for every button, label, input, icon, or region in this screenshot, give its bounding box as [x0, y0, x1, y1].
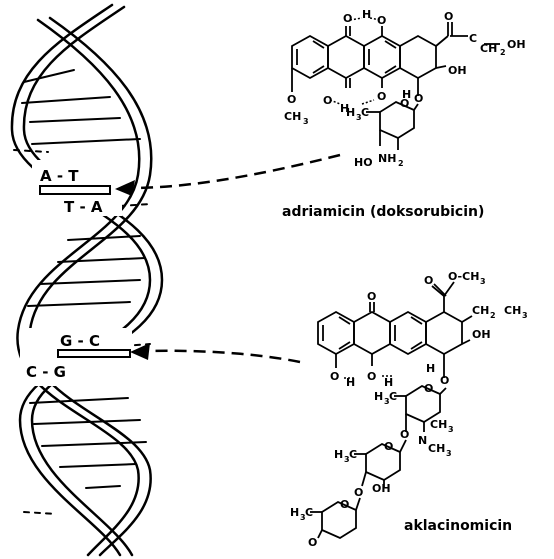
adriamycin-atoms: O H O O C CH 2 OH OH O CH 3 O H O H O H … — [284, 8, 526, 169]
helix-strand-1 — [16, 16, 153, 557]
svg-text:O: O — [400, 97, 409, 110]
svg-text:2: 2 — [398, 159, 404, 168]
svg-text:H: H — [384, 376, 393, 389]
svg-text:HO: HO — [354, 156, 373, 169]
svg-text:OH: OH — [448, 64, 467, 77]
svg-text:H: H — [334, 448, 343, 461]
svg-text:3: 3 — [446, 449, 452, 458]
svg-text:O: O — [444, 10, 453, 23]
svg-text:H: H — [346, 376, 355, 389]
dna-helix — [10, 3, 164, 557]
svg-text:OH: OH — [372, 482, 391, 495]
helix-strand-2 — [10, 3, 164, 557]
svg-text:CH: CH — [504, 304, 521, 317]
svg-text:H: H — [346, 106, 355, 119]
svg-text:2: 2 — [490, 311, 496, 320]
svg-text:H: H — [290, 506, 299, 519]
svg-text:C: C — [469, 32, 477, 45]
svg-text:3: 3 — [344, 455, 350, 464]
svg-text:3: 3 — [384, 397, 390, 406]
svg-text:3: 3 — [300, 513, 306, 522]
base-pair-gc-top: G - C — [60, 332, 100, 350]
svg-text:C: C — [361, 106, 369, 119]
svg-text:CH: CH — [428, 442, 445, 455]
svg-text:C: C — [389, 390, 397, 403]
base-pair-at-bottom: T - A — [64, 198, 103, 216]
base-pair-gc-bottom: C - G — [26, 363, 66, 381]
svg-text:C: C — [349, 448, 357, 461]
svg-text:O: O — [414, 92, 423, 105]
svg-text:H: H — [402, 88, 411, 101]
svg-text:O: O — [384, 440, 393, 453]
svg-text:CH: CH — [472, 304, 489, 317]
svg-text:O: O — [367, 290, 376, 303]
svg-text:H: H — [340, 102, 349, 115]
intercalator-slot-2 — [57, 349, 131, 358]
svg-text:O: O — [323, 94, 332, 107]
svg-text:O-CH: O-CH — [448, 270, 479, 283]
svg-text:O: O — [287, 93, 296, 106]
svg-text:O: O — [340, 498, 349, 511]
svg-text:3: 3 — [356, 113, 362, 122]
svg-text:OH: OH — [507, 38, 526, 51]
aklacinomycin-caption: aklacinomicin — [404, 518, 512, 534]
svg-text:O: O — [424, 274, 433, 287]
svg-text:O: O — [308, 536, 317, 549]
svg-text:O: O — [400, 428, 409, 441]
svg-text:O: O — [377, 90, 386, 103]
aklacinomycin-atoms: O O-CH 3 O CH 2 CH 3 OH O H O H H O H 3 … — [290, 270, 528, 549]
svg-text:N: N — [418, 434, 427, 447]
svg-text:H: H — [362, 8, 371, 21]
aklacinomycin-structure — [310, 281, 473, 540]
svg-text:O: O — [377, 14, 386, 27]
svg-text:H: H — [426, 362, 435, 375]
svg-text:CH: CH — [480, 42, 497, 55]
arrow-adriamycin — [115, 153, 341, 196]
helix-rungs — [21, 69, 147, 489]
svg-text:O: O — [354, 486, 363, 499]
svg-text:CH: CH — [284, 110, 301, 123]
intercalator-slot-1 — [39, 185, 111, 195]
arrow-aklacinomycin — [130, 343, 301, 364]
aklacinomycin-hbonds — [344, 375, 394, 379]
svg-text:2: 2 — [500, 48, 506, 57]
svg-text:O: O — [330, 370, 339, 383]
svg-text:CH: CH — [430, 418, 447, 431]
svg-text:O: O — [424, 382, 433, 395]
svg-text:3: 3 — [522, 311, 528, 320]
adriamycin-caption: adriamicin (doksorubicin) — [282, 204, 484, 220]
svg-text:C: C — [305, 506, 313, 519]
svg-text:3: 3 — [480, 277, 486, 286]
svg-text:O: O — [343, 12, 352, 25]
svg-text:3: 3 — [448, 425, 454, 434]
svg-text:OH: OH — [472, 328, 491, 341]
svg-text:NH: NH — [378, 152, 396, 165]
base-pair-at-top: A - T — [40, 167, 79, 185]
svg-text:O: O — [367, 370, 376, 383]
adriamycin-hbonds — [329, 17, 381, 105]
svg-text:3: 3 — [303, 117, 309, 126]
adriamycin-structure — [291, 22, 500, 150]
svg-text:H: H — [374, 390, 383, 403]
svg-text:O: O — [440, 374, 449, 387]
